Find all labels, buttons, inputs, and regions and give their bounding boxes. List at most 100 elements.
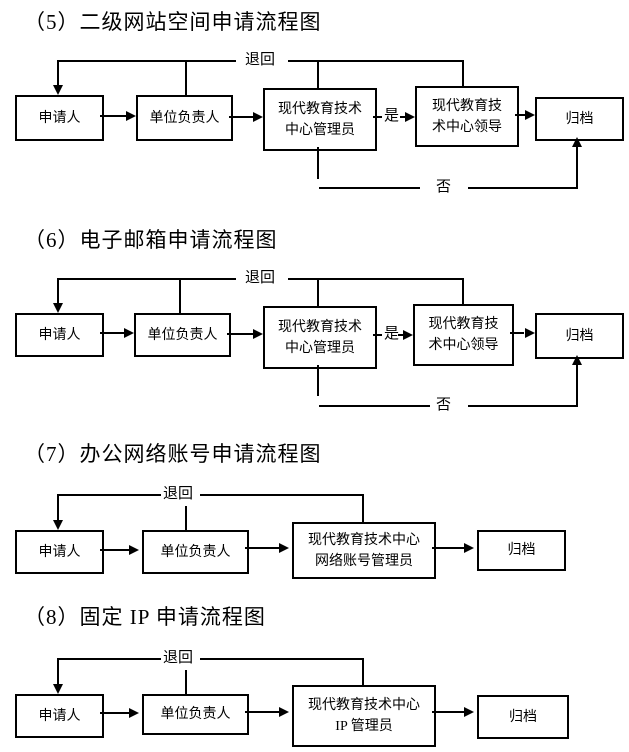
chart7-title: （7）办公网络账号申请流程图 [24, 442, 322, 466]
node-label: 单位负责人 [160, 707, 231, 722]
chart6-return-drop-center-leader [462, 278, 464, 304]
chart5-return-drop-applicant [57, 60, 59, 86]
chart7-node-manager: 现代教育技术中心 网络账号管理员 [292, 522, 436, 579]
chart5-arrow-line [515, 114, 526, 116]
chart5-return-drop-unit-head [185, 60, 187, 95]
chart7-node-unit-head: 单位负责人 [142, 530, 249, 574]
chart7-node-applicant: 申请人 [15, 530, 104, 574]
node-label: 单位负责人 [149, 110, 220, 126]
chart7-return-drop-unit-head [185, 506, 187, 530]
chart8-arrowhead-right-icon [464, 707, 474, 717]
chart5-yes-line-left [373, 116, 382, 118]
chart6-node-unit-head: 单位负责人 [134, 313, 231, 357]
node-label-line2: 术中心领导 [432, 119, 502, 135]
chart5-node-center-admin: 现代教育技术 中心管理员 [263, 88, 377, 151]
chart6-no-label: 否 [436, 397, 452, 414]
chart8-return-drop-applicant [57, 658, 59, 685]
chart5-node-applicant: 申请人 [15, 95, 104, 141]
chart8-arrowhead-right-icon [279, 707, 289, 717]
chart7-arrowhead-right-icon [279, 543, 289, 553]
chart6-yes-line-left [373, 334, 382, 336]
node-label-line1: 现代教育技术 [278, 319, 362, 335]
chart5-node-archive: 归档 [535, 97, 624, 141]
chart8-arrow-line [432, 711, 466, 713]
chart8-return-drop-unit-head [185, 670, 187, 694]
chart6-no-drop-line [317, 365, 319, 396]
chart8-arrow-line [100, 712, 131, 714]
chart6-return-drop-applicant [57, 278, 59, 304]
node-label-line2: IP 管理员 [335, 719, 393, 734]
chart7-arrow-line [432, 547, 466, 549]
node-label-line1: 现代教育技术中心 [308, 698, 420, 713]
chart6-return-drop-center-admin [317, 278, 319, 306]
chart5-arrowhead-right-icon [525, 110, 535, 120]
chart7-arrowhead-right-icon [129, 545, 139, 555]
chart5-return-drop-center-leader [462, 60, 464, 86]
chart7-arrowhead-right-icon [464, 543, 474, 553]
node-label-line2: 中心管理员 [285, 340, 355, 356]
chart7-return-line-left [58, 494, 161, 496]
chart6-return-line-right [288, 278, 463, 280]
chart6-return-line-left [58, 278, 236, 280]
node-label-line1: 现代教育技 [432, 98, 502, 114]
chart6-arrow-line [100, 332, 126, 334]
chart6-node-center-leader: 现代教育技 术中心领导 [413, 304, 514, 366]
chart6-arrowhead-right-icon [124, 328, 134, 338]
node-label-line1: 现代教育技术 [278, 101, 362, 117]
chart6-title: （6）电子邮箱申请流程图 [24, 228, 278, 252]
chart8-node-manager: 现代教育技术中心 IP 管理员 [292, 685, 436, 747]
chart6-arrow-line [227, 333, 255, 335]
chart7-node-archive: 归档 [477, 530, 566, 571]
chart5-node-center-leader: 现代教育技 术中心领导 [415, 86, 519, 147]
chart5-no-drop-line [317, 147, 319, 179]
chart6-no-line-left [319, 405, 430, 407]
chart8-title: （8）固定 IP 申请流程图 [24, 605, 266, 629]
chart5-no-rise-line [576, 146, 578, 188]
chart5-arrowhead-right-icon [405, 112, 415, 122]
chart5-yes-label: 是 [384, 108, 400, 125]
chart5-return-drop-center-admin [317, 60, 319, 88]
chart8-node-applicant: 申请人 [15, 694, 104, 738]
chart6-yes-label: 是 [384, 326, 400, 343]
node-label: 申请人 [38, 110, 81, 126]
node-label: 申请人 [38, 544, 81, 560]
chart6-arrowhead-up-icon [572, 355, 582, 365]
chart7-return-drop-manager [362, 494, 364, 522]
chart5-arrowhead-up-icon [572, 137, 582, 147]
chart6-arrowhead-down-icon [53, 303, 63, 313]
chart5-arrow-line [229, 116, 254, 118]
node-label: 归档 [509, 709, 537, 725]
chart6-arrow-line [510, 332, 524, 334]
chart5-no-line-left [319, 187, 420, 189]
chart6-node-center-admin: 现代教育技术 中心管理员 [263, 306, 377, 369]
node-label-line2: 术中心领导 [428, 338, 499, 353]
node-label: 归档 [507, 543, 536, 558]
chart8-node-archive: 归档 [477, 695, 569, 739]
chart8-arrowhead-down-icon [53, 684, 63, 694]
chart5-return-line-right [288, 60, 463, 62]
chart8-return-label: 退回 [163, 650, 194, 667]
chart8-arrowhead-right-icon [129, 708, 139, 718]
chart6-arrowhead-right-icon [253, 329, 263, 339]
chart8-node-unit-head: 单位负责人 [142, 694, 249, 735]
chart5-arrowhead-down-icon [53, 85, 63, 95]
chart8-return-line-left [58, 658, 161, 660]
node-label-line2: 网络账号管理员 [315, 553, 413, 569]
chart6-node-archive: 归档 [535, 313, 624, 359]
chart8-return-drop-manager [362, 658, 364, 685]
chart7-arrow-line [100, 549, 131, 551]
node-label-line1: 现代教育技 [428, 317, 499, 332]
chart5-no-line-right [468, 187, 578, 189]
chart6-arrowhead-right-icon [403, 330, 413, 340]
chart7-arrowhead-down-icon [53, 520, 63, 530]
node-label: 申请人 [38, 708, 81, 724]
chart6-no-rise-line [576, 364, 578, 406]
chart5-node-unit-head: 单位负责人 [136, 95, 233, 141]
node-label: 单位负责人 [160, 544, 231, 560]
chart6-node-applicant: 申请人 [15, 313, 104, 357]
chart6-yes-line-right [398, 334, 404, 336]
node-label: 申请人 [38, 327, 81, 343]
chart7-return-drop-applicant [57, 494, 59, 521]
chart5-arrow-line [100, 115, 128, 117]
